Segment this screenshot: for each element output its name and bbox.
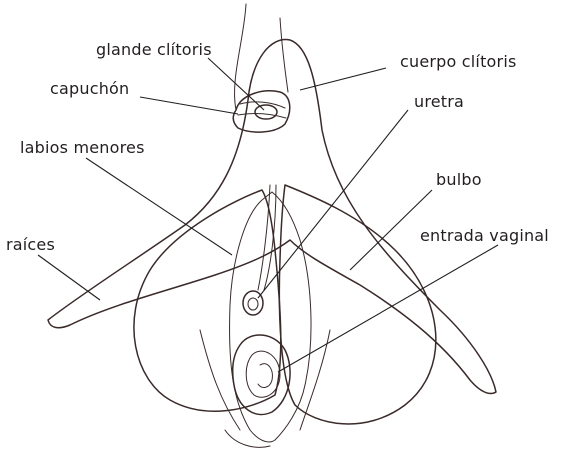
label-capuchon: capuchón <box>50 79 129 98</box>
leader-raices <box>38 255 100 300</box>
hood-shape <box>233 91 290 132</box>
label-labios-menores: labios menores <box>20 138 145 157</box>
left-bulb-shape <box>134 190 281 411</box>
right-bulb-shape <box>279 185 435 424</box>
label-bulbo: bulbo <box>436 170 482 189</box>
label-glande-clitoris: glande clítoris <box>96 40 212 59</box>
label-raices: raíces <box>6 235 55 254</box>
leader-capuchon <box>140 97 238 114</box>
glans-shape <box>255 105 277 119</box>
label-uretra: uretra <box>414 92 464 111</box>
label-cuerpo-clitoris: cuerpo clítoris <box>400 52 517 71</box>
urethra-shape <box>243 291 263 315</box>
leader-labios <box>86 158 232 255</box>
label-entrada-vaginal: entrada vaginal <box>420 226 549 245</box>
